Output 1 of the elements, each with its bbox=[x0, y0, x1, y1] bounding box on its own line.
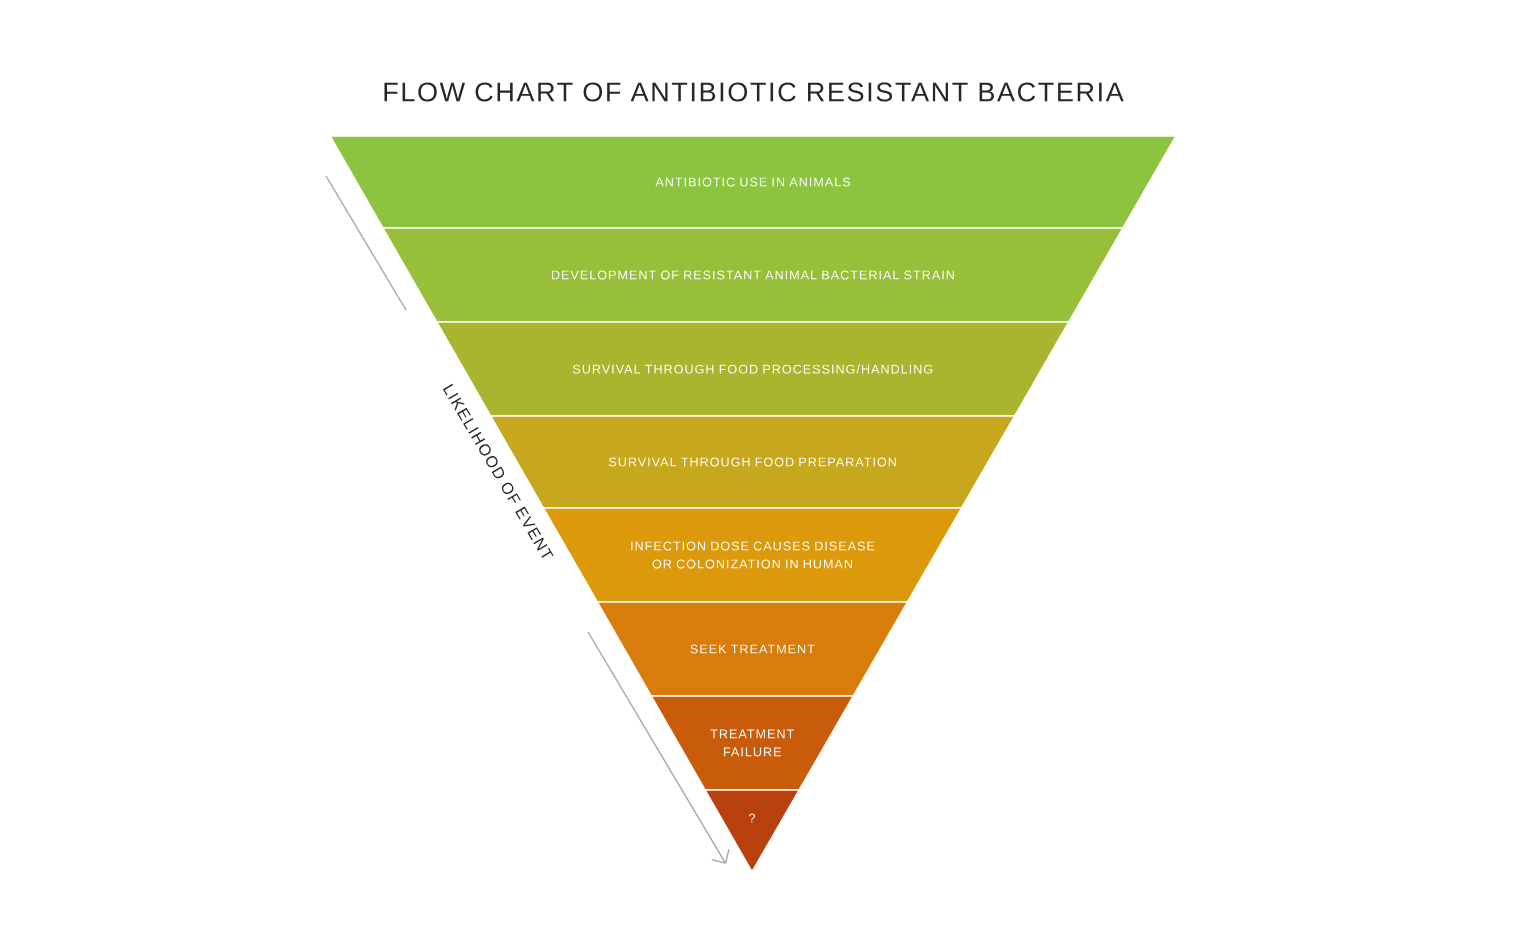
title: FLOW CHART OF ANTIBIOTIC RESISTANT BACTERIA bbox=[384, 82, 1124, 102]
